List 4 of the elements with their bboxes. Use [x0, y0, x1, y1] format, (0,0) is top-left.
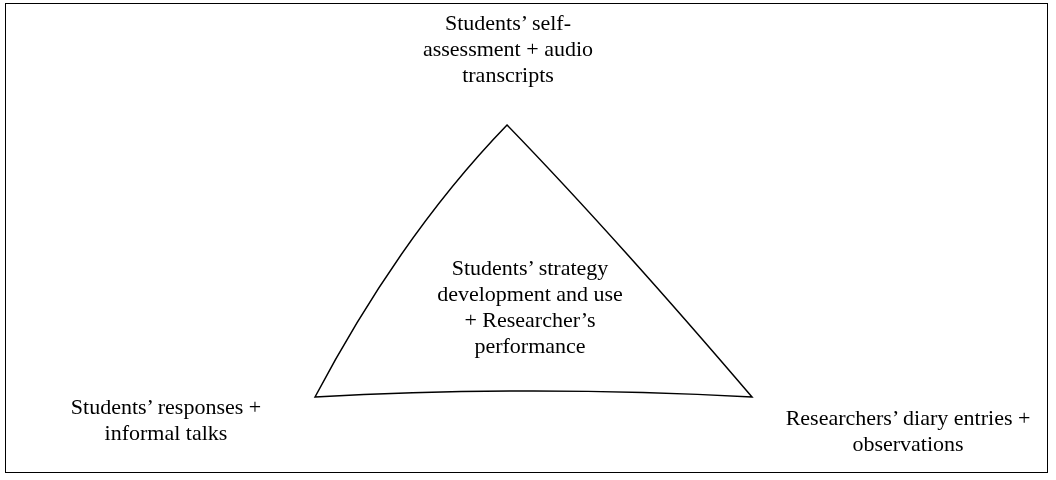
corner-label: Researchers’ diary entries + observations	[784, 405, 1032, 457]
corner-label: Students’ self-assessment + audio transcripts	[421, 10, 595, 88]
node-text: Students’ strategy development and use + Researcher’s performance	[436, 255, 624, 359]
corner-label: Students’ responses + informal talks	[69, 394, 263, 446]
